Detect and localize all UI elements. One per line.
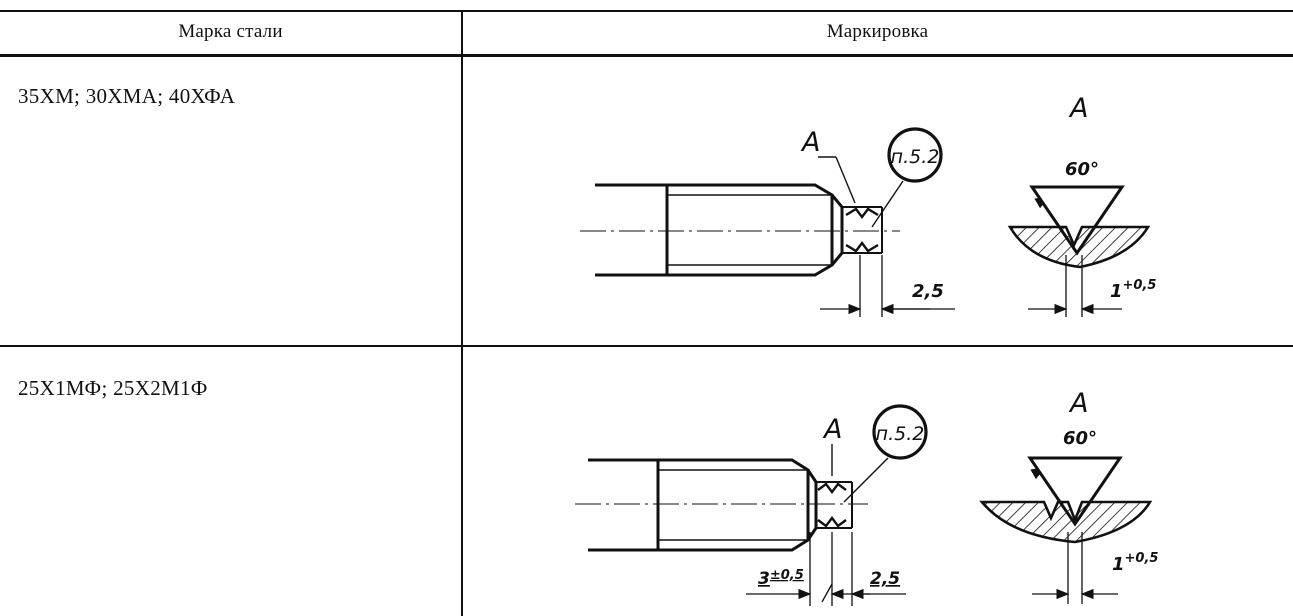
dim-groove-value: 1 [1110, 281, 1123, 302]
callout-a-leader [818, 156, 856, 204]
table-top-border [0, 10, 1293, 12]
section-view-label: A [1068, 93, 1088, 124]
angle-label: 60° [1065, 159, 1099, 180]
dim-groove-label: 1+0,5 [1112, 551, 1158, 575]
workpiece-section [979, 500, 1153, 544]
callout-a-label: A [822, 414, 842, 445]
shaft-outline [595, 183, 834, 277]
punch-triangle [1029, 185, 1125, 256]
clause-ref-leader [871, 180, 904, 228]
header-bottom-border [0, 54, 1293, 57]
row-2-steel-grade: 25Х1МФ; 25Х2М1Ф [18, 376, 208, 400]
dim-groove [1032, 532, 1118, 604]
clause-ref-text: п.5.2 [891, 146, 940, 168]
dim-groove-tolerance: +0,5 [1123, 278, 1157, 293]
shaft-outline [588, 458, 810, 552]
clause-ref-leader [843, 457, 889, 503]
dim-groove-tolerance: +0,5 [1125, 551, 1159, 566]
mark-zone [806, 469, 853, 541]
header-steel-grade: Марка стали [178, 21, 283, 42]
dim-3-tolerance: ±0,5 [770, 568, 804, 583]
column-divider [461, 10, 463, 616]
mark-zone [830, 194, 883, 266]
angle-label: 60° [1063, 428, 1097, 449]
section-view-label: A [1068, 388, 1088, 419]
workpiece-section [1007, 225, 1151, 269]
dim-2-5 [820, 255, 955, 317]
dim-groove-label: 1+0,5 [1110, 278, 1156, 302]
dim-3-label: 3±0,5 [758, 568, 804, 589]
row-1-steel-grade: 35ХМ; 30ХМА; 40ХФА [18, 84, 236, 108]
callout-a-label: A [800, 127, 820, 158]
row-2-marking-drawing: A п.5.2 3±0,5 2,5 A 60° 1+0,5 [575, 388, 1158, 606]
header-marking: Маркировка [826, 21, 929, 42]
clause-ref-circle [872, 404, 928, 460]
clause-ref-circle [887, 127, 943, 183]
row-1-marking-drawing: A п.5.2 2,5 A 60° 1+0,5 [580, 93, 1156, 317]
dim-2-5-label: 2,5 [870, 569, 900, 589]
dim-2-5-label: 2,5 [912, 281, 944, 302]
punch-triangle [1027, 456, 1123, 527]
dim-groove [1028, 255, 1122, 317]
clause-ref-text: п.5.2 [876, 423, 925, 445]
row-divider [0, 345, 1293, 347]
dim-groove-value: 1 [1112, 554, 1125, 575]
dim-3-and-2-5 [746, 532, 906, 606]
dim-3-value: 3 [758, 569, 770, 589]
